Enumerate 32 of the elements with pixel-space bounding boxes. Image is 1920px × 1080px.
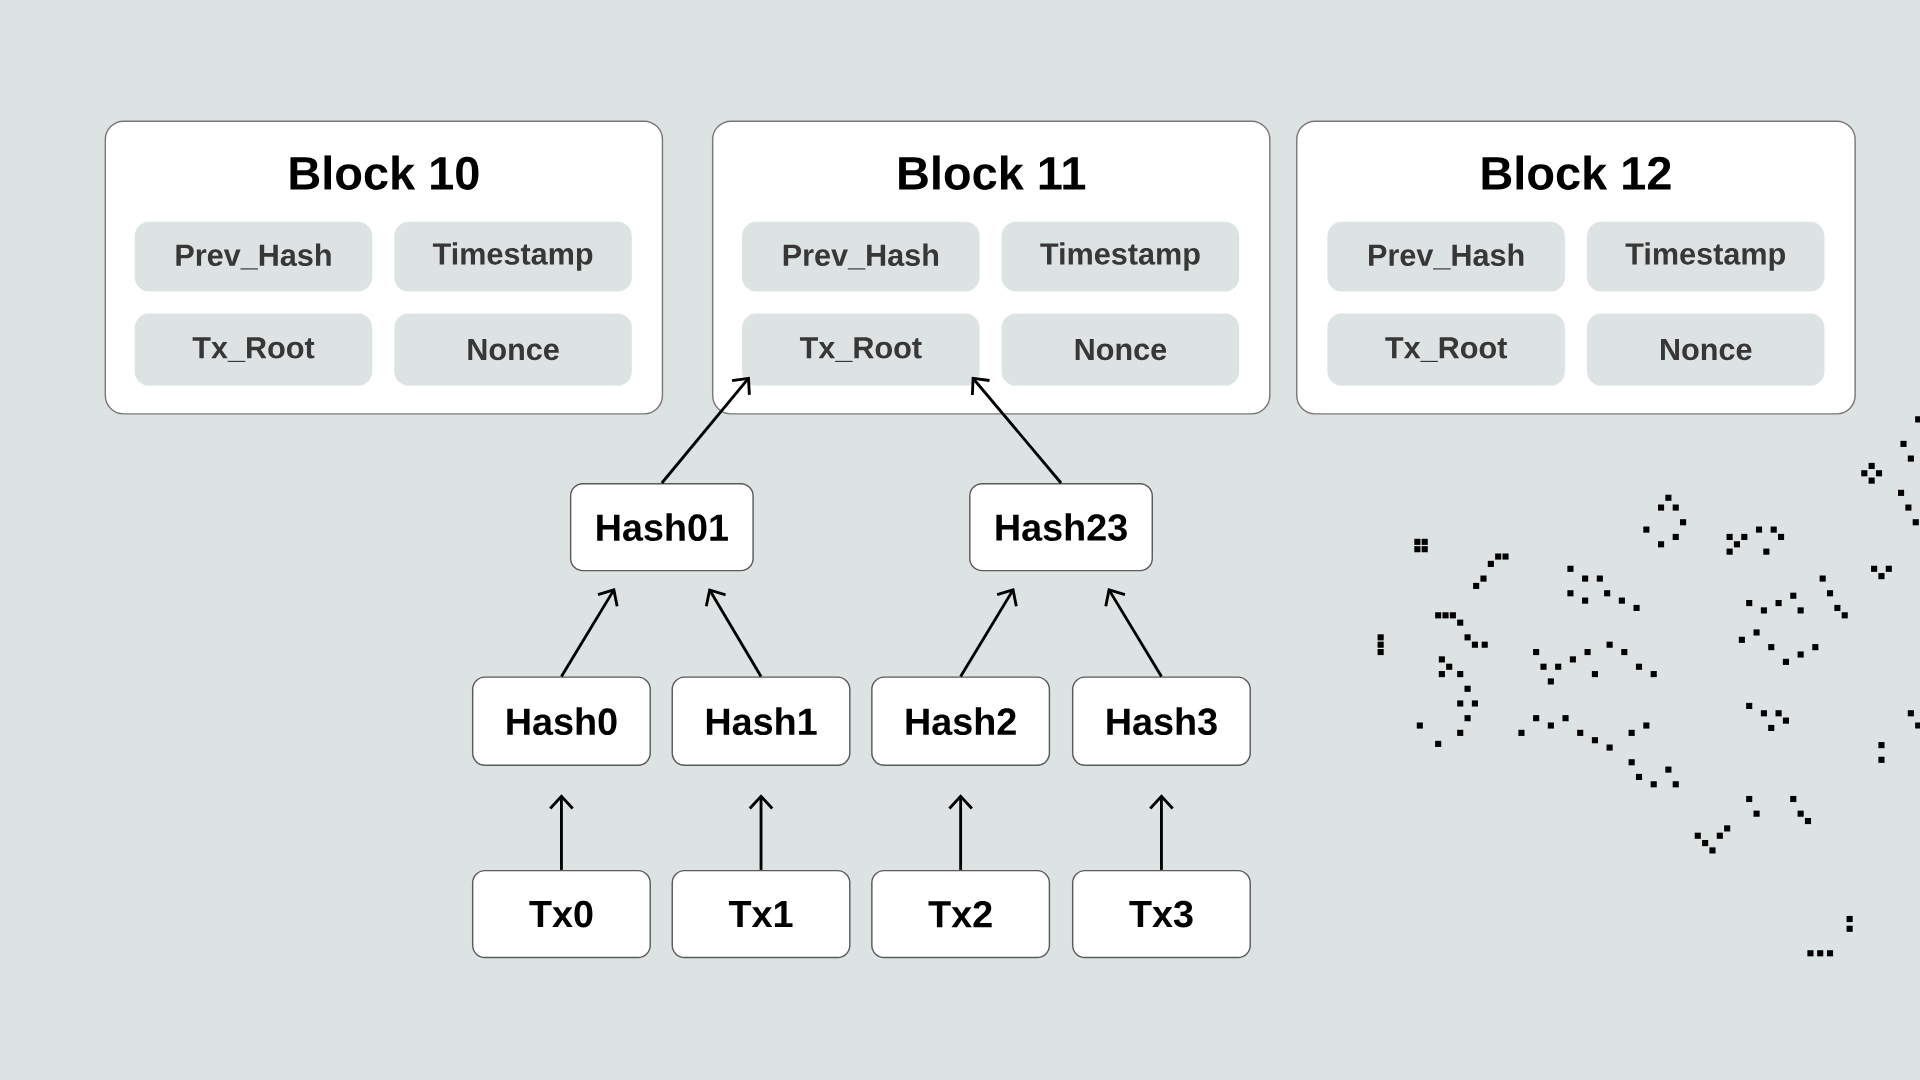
field-box: Timestamp: [394, 221, 632, 292]
arrow: [1104, 588, 1163, 678]
field-box: Prev_Hash: [134, 221, 373, 292]
hash-box: Tx3: [1071, 869, 1251, 959]
arrow: [948, 794, 973, 870]
field-box: Nonce: [1001, 313, 1240, 386]
hash-box: Tx1: [671, 869, 851, 959]
arrow: [660, 376, 751, 484]
hash-box: Hash0: [471, 676, 651, 767]
arrow: [748, 794, 774, 870]
field-box: Tx_Root: [742, 313, 980, 386]
field-box: Tx_Root: [134, 313, 373, 386]
hash-box: Hash01: [569, 482, 754, 572]
field-box: Nonce: [394, 313, 632, 386]
arrow: [560, 588, 619, 678]
hash-box: Tx2: [871, 869, 1051, 959]
hash-box: Hash3: [1071, 676, 1251, 767]
field-box: Prev_Hash: [1327, 221, 1565, 292]
hash-box: Tx0: [471, 869, 651, 959]
arrow: [549, 794, 574, 870]
field-box: Timestamp: [1586, 221, 1825, 292]
field-box: Prev_Hash: [742, 221, 980, 292]
field-box: Tx_Root: [1327, 313, 1565, 386]
arrow: [704, 588, 763, 678]
hash-box: Hash2: [871, 676, 1051, 767]
hash-box: Hash1: [671, 676, 851, 767]
arrow: [959, 588, 1018, 678]
arrow: [970, 376, 1063, 484]
field-box: Timestamp: [1001, 221, 1240, 292]
hash-box: Hash23: [969, 482, 1153, 572]
arrow: [1149, 794, 1174, 870]
field-box: Nonce: [1586, 313, 1825, 386]
